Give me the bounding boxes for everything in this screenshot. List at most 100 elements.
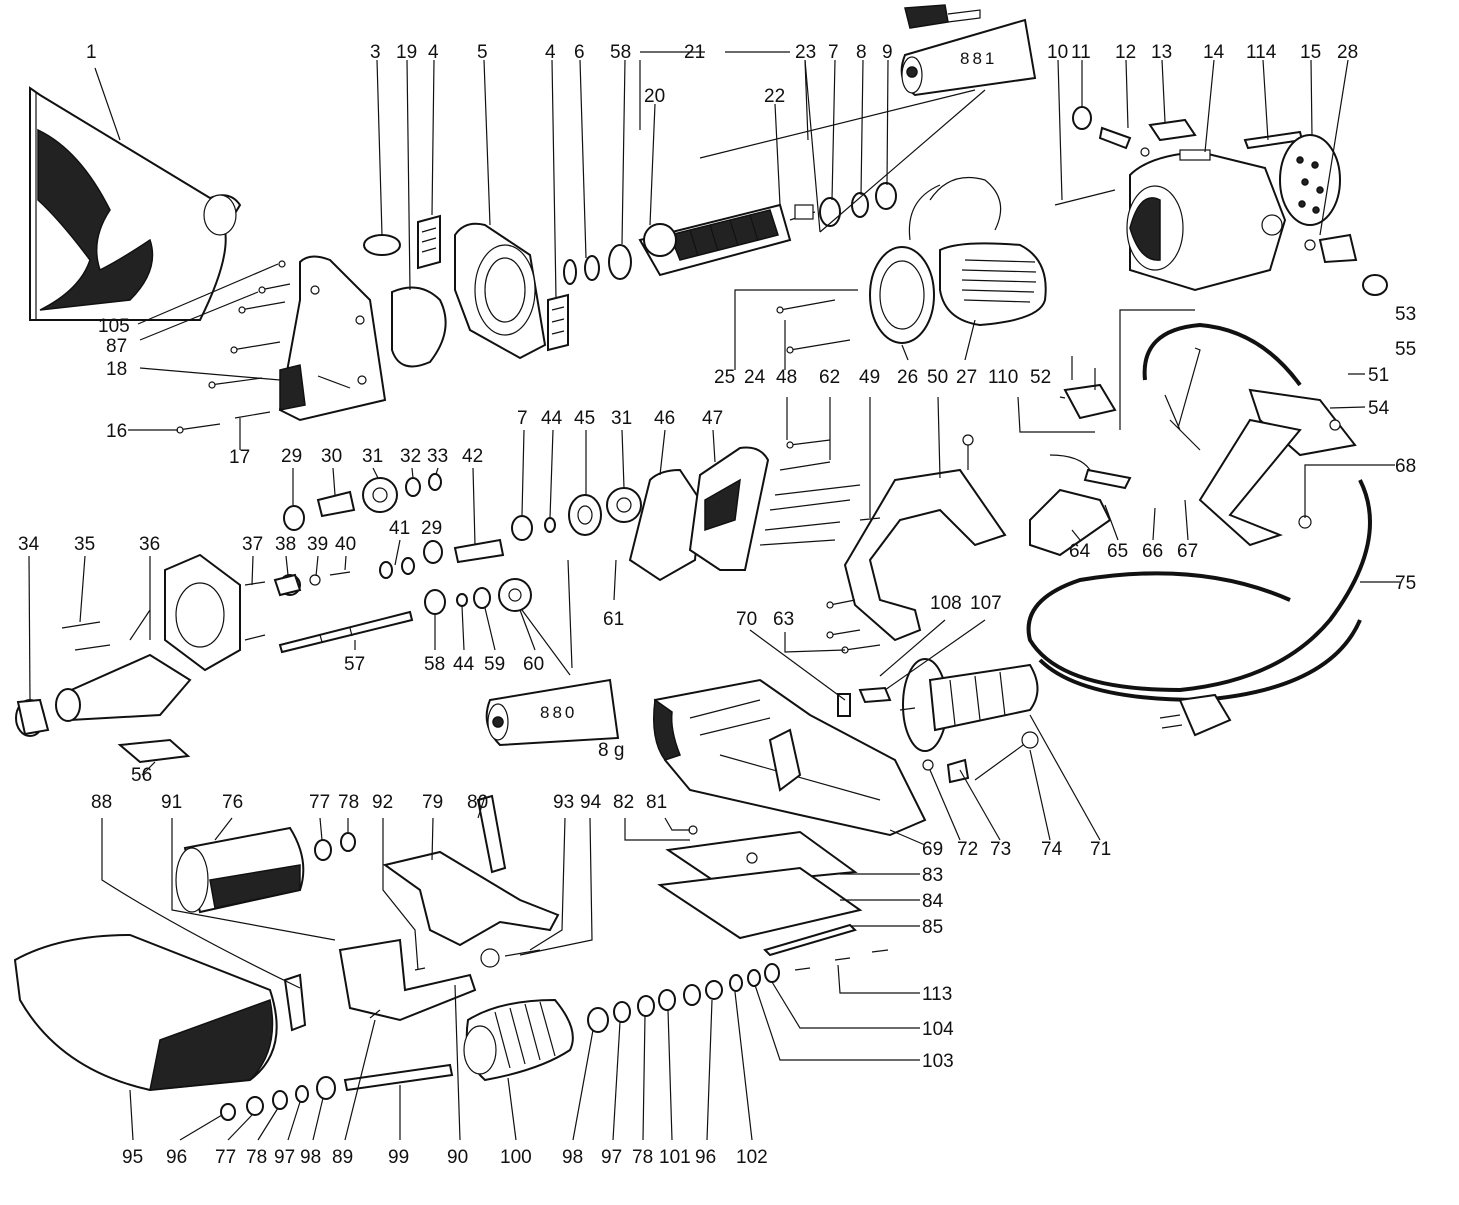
part-label: 45 bbox=[574, 408, 595, 429]
motor-housing-icon bbox=[1126, 149, 1287, 292]
part-label: 61 bbox=[603, 609, 624, 630]
switch-cable-icon bbox=[1142, 322, 1302, 387]
part-label: 38 bbox=[275, 534, 296, 555]
part-label: 58 bbox=[610, 42, 631, 63]
pin-icon bbox=[1054, 189, 1116, 206]
brush-icon bbox=[904, 4, 981, 29]
field-coil-icon bbox=[908, 176, 1047, 327]
pinion-shaft-icon bbox=[453, 538, 505, 564]
shaft-icon bbox=[316, 490, 356, 518]
part-label: 33 bbox=[427, 446, 448, 467]
gear-cover-icon bbox=[628, 446, 770, 582]
tube-881-label: 881 bbox=[960, 49, 997, 68]
part-label: 95 bbox=[122, 1147, 143, 1168]
part-label: 66 bbox=[1142, 541, 1163, 562]
part-label: 39 bbox=[307, 534, 328, 555]
part-label: 88 bbox=[91, 792, 112, 813]
tube-880-label: 880 bbox=[540, 703, 577, 722]
part-labels: 1 3 19 4 5 4 6 58 21 23 7 8 9 10 11 12 1… bbox=[18, 42, 1416, 1168]
part-label: 14 bbox=[1203, 42, 1225, 63]
screws-left bbox=[176, 260, 291, 434]
bearing-icon bbox=[819, 197, 841, 227]
part-label: 105 bbox=[98, 316, 130, 337]
part-label: 30 bbox=[321, 446, 342, 467]
armature-icon bbox=[638, 203, 816, 277]
part-label: 64 bbox=[1069, 541, 1091, 562]
part-label: 18 bbox=[106, 359, 127, 380]
part-label: 79 bbox=[422, 792, 443, 813]
part-label: 7 bbox=[828, 42, 839, 63]
roller-icon bbox=[175, 826, 305, 914]
part-label: 16 bbox=[106, 421, 127, 442]
part-label: 96 bbox=[695, 1147, 716, 1168]
part-label: 13 bbox=[1151, 42, 1172, 63]
part-label: 9 bbox=[882, 42, 893, 63]
axle-icon bbox=[343, 1063, 454, 1092]
part-label: 22 bbox=[764, 86, 785, 107]
part-label: 51 bbox=[1368, 365, 1389, 386]
part-label: 60 bbox=[523, 654, 544, 675]
part-label: 20 bbox=[644, 86, 665, 107]
part-label: 50 bbox=[927, 367, 948, 388]
washer-icon bbox=[851, 192, 869, 218]
spring-icon bbox=[476, 794, 507, 874]
part-label: 62 bbox=[819, 367, 840, 388]
part-label: 53 bbox=[1395, 304, 1416, 325]
part-label: 67 bbox=[1177, 541, 1198, 562]
part-label: 108 bbox=[930, 593, 962, 614]
part-label: 101 bbox=[659, 1147, 691, 1168]
part-label: 3 bbox=[370, 42, 381, 63]
part-label: 77 bbox=[215, 1147, 236, 1168]
part-label: 96 bbox=[166, 1147, 187, 1168]
filter-icon bbox=[547, 293, 569, 352]
part-label: 6 bbox=[574, 42, 585, 63]
part-label: 90 bbox=[447, 1147, 468, 1168]
part-label: 34 bbox=[18, 534, 40, 555]
part-label: 19 bbox=[396, 42, 417, 63]
part-label: 68 bbox=[1395, 456, 1416, 477]
part-label: 40 bbox=[335, 534, 356, 555]
sanding-belt-icon bbox=[13, 933, 278, 1092]
part-label: 4 bbox=[428, 42, 439, 63]
gear-housing-icon bbox=[55, 553, 241, 722]
part-label: 80 bbox=[467, 792, 488, 813]
part-label: 54 bbox=[1368, 398, 1390, 419]
part-label: 104 bbox=[922, 1019, 954, 1040]
part-label: 7 bbox=[517, 408, 528, 429]
part-label: 58 bbox=[424, 654, 445, 675]
part-label: 37 bbox=[242, 534, 263, 555]
part-label: 12 bbox=[1115, 42, 1136, 63]
part-label: 26 bbox=[897, 367, 918, 388]
bearing-icon bbox=[875, 182, 897, 210]
part-label: 83 bbox=[922, 865, 943, 886]
part-label: 59 bbox=[484, 654, 505, 675]
part-label: 107 bbox=[970, 593, 1002, 614]
part-label: 100 bbox=[500, 1147, 532, 1168]
part-label: 72 bbox=[957, 839, 978, 860]
part-label: 25 bbox=[714, 367, 735, 388]
gasket-icon bbox=[391, 286, 447, 368]
rear-handle-icon bbox=[1198, 388, 1357, 547]
part-label: 28 bbox=[1337, 42, 1358, 63]
label-plate-icon bbox=[1148, 118, 1197, 142]
part-label: 69 bbox=[922, 839, 943, 860]
part-label: 21 bbox=[684, 42, 705, 63]
grease-tube-icon: 881 bbox=[900, 18, 1037, 97]
part-label: 110 bbox=[988, 367, 1018, 388]
part-label: 49 bbox=[859, 367, 880, 388]
tension-lever-icon bbox=[382, 850, 560, 947]
part-label: 71 bbox=[1090, 839, 1111, 860]
part-label: 85 bbox=[922, 917, 943, 938]
part-label: 78 bbox=[338, 792, 359, 813]
part-label: 65 bbox=[1107, 541, 1128, 562]
part-label: 47 bbox=[702, 408, 723, 429]
filter-icon bbox=[417, 214, 441, 270]
part-label: 78 bbox=[246, 1147, 267, 1168]
part-label: 44 bbox=[541, 408, 563, 429]
plate-icon bbox=[665, 830, 858, 887]
part-label: 87 bbox=[106, 336, 127, 357]
part-label: 94 bbox=[580, 792, 602, 813]
switch-icon bbox=[1063, 356, 1117, 420]
part-label: 31 bbox=[611, 408, 632, 429]
